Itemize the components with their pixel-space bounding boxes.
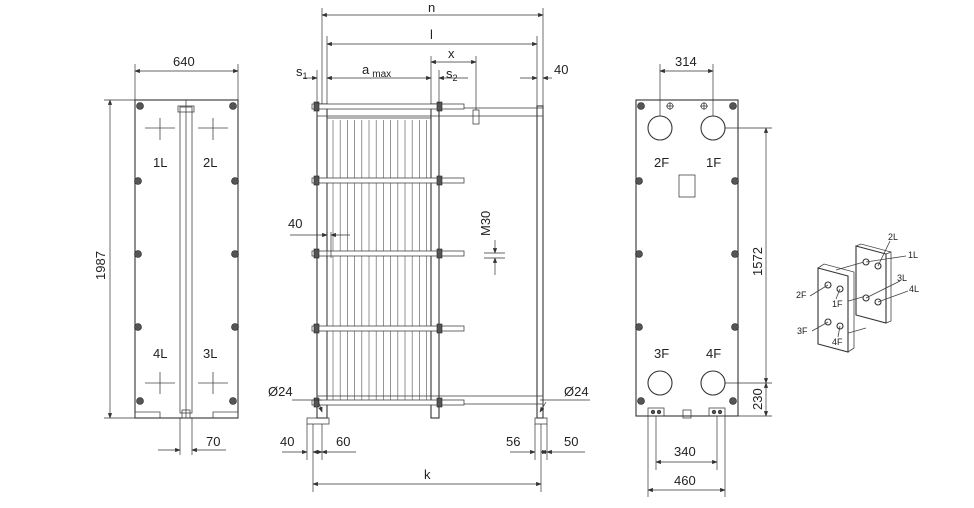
- side-bottom-right-a: 56: [506, 434, 520, 449]
- port-label-4l: 4L: [153, 346, 167, 361]
- front-height-dim: 1987: [93, 251, 108, 280]
- front-view: 1L 2L 4L 3L 640 1987 70: [93, 54, 239, 455]
- port-4f: [700, 370, 726, 396]
- iso-label-2f: 2F: [796, 290, 807, 300]
- iso-label-3f: 3F: [797, 326, 808, 336]
- side-bottom-left-a: 40: [280, 434, 294, 449]
- front-width-dim: 640: [173, 54, 195, 69]
- front-bolts: [134, 102, 239, 405]
- side-right-gap-dim: 40: [554, 62, 568, 77]
- iso-label-1l: 1L: [908, 250, 918, 260]
- rear-bottom-dim: 230: [750, 388, 765, 410]
- plate-pack: [332, 120, 427, 400]
- rear-foot-spacing-dim: 340: [674, 444, 696, 459]
- port-label-4f: 4F: [706, 346, 721, 361]
- iso-label-4f: 4F: [832, 337, 843, 347]
- port-label-2f: 2F: [654, 155, 669, 170]
- front-bottom-dim: 70: [206, 434, 220, 449]
- port-1f: [700, 115, 726, 141]
- side-x-dim: x: [448, 46, 455, 61]
- rear-width-dim: 460: [674, 473, 696, 488]
- tie-bolts: [311, 103, 465, 406]
- port-label-2l: 2L: [203, 155, 217, 170]
- side-plate-pitch-dim: 40: [288, 216, 302, 231]
- side-bottom-left-b: 60: [336, 434, 350, 449]
- side-s1-dim: s1: [296, 64, 308, 81]
- port-label-1l: 1L: [153, 155, 167, 170]
- port-label-3l: 3L: [203, 346, 217, 361]
- side-length-dim: k: [424, 467, 431, 482]
- port-3f: [647, 370, 673, 396]
- iso-label-1f: 1F: [832, 299, 843, 309]
- side-s2-dim: s2: [446, 66, 458, 83]
- side-bar-dim: l: [430, 27, 433, 42]
- side-bolt-dim: M30: [478, 211, 493, 236]
- side-foot-right-hole: Ø24: [564, 384, 589, 399]
- front-port-marks: [145, 118, 228, 394]
- rear-view: 2F 1F 3F 4F 314 1572 230 340 460: [635, 54, 772, 497]
- rear-bolts: [635, 102, 739, 405]
- bolt-nuts: [313, 101, 443, 408]
- port-label-3f: 3F: [654, 346, 669, 361]
- iso-label-2l: 2L: [888, 232, 898, 242]
- isometric-view: 2L 1L 2F 1F 3L 4L 3F 4F: [796, 232, 919, 353]
- rear-port-spacing-dim: 314: [675, 54, 697, 69]
- side-overall-dim: n: [428, 0, 435, 15]
- port-label-1f: 1F: [706, 155, 721, 170]
- iso-label-3l: 3L: [897, 273, 907, 283]
- side-bottom-right-b: 50: [564, 434, 578, 449]
- rear-height-dim: 1572: [750, 247, 765, 276]
- side-foot-left-hole: Ø24: [268, 384, 293, 399]
- iso-label-4l: 4L: [909, 284, 919, 294]
- port-2f: [647, 115, 673, 141]
